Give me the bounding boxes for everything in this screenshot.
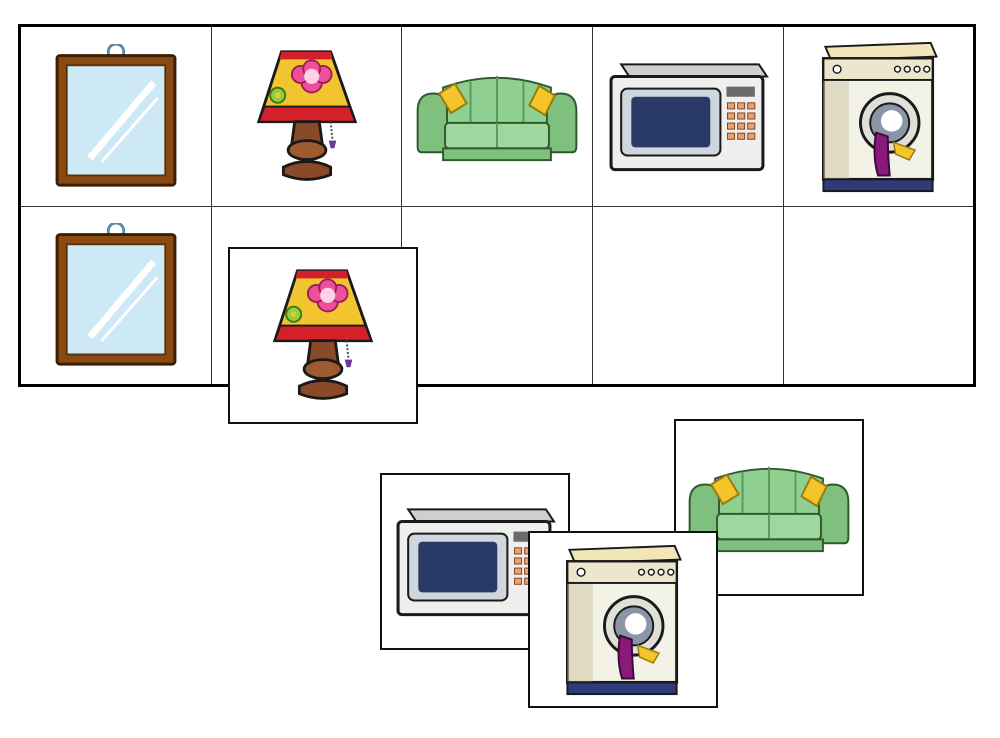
board-cell-r1c5 [784, 27, 973, 207]
lamp-icon [271, 263, 375, 409]
sofa-icon [413, 68, 581, 166]
board-cell-r2c1[interactable] [21, 207, 212, 384]
card-lamp[interactable] [228, 247, 418, 424]
board-cell-r1c2 [212, 27, 402, 207]
board-cell-r2c3[interactable] [402, 207, 593, 384]
mirror-icon [53, 223, 179, 368]
microwave-icon [607, 56, 769, 178]
lamp-icon [255, 44, 359, 190]
board-cell-r2c4[interactable] [593, 207, 784, 384]
board-cell-r2c5[interactable] [784, 207, 973, 384]
washing-machine-icon [815, 39, 943, 195]
board-cell-r1c1 [21, 27, 212, 207]
board-grid [21, 27, 973, 384]
matching-board [18, 24, 976, 387]
mirror-icon [53, 44, 179, 189]
board-cell-r1c3 [402, 27, 593, 207]
card-washing-machine[interactable] [528, 531, 718, 708]
washing-machine-icon [559, 542, 687, 698]
board-cell-r1c4 [593, 27, 784, 207]
